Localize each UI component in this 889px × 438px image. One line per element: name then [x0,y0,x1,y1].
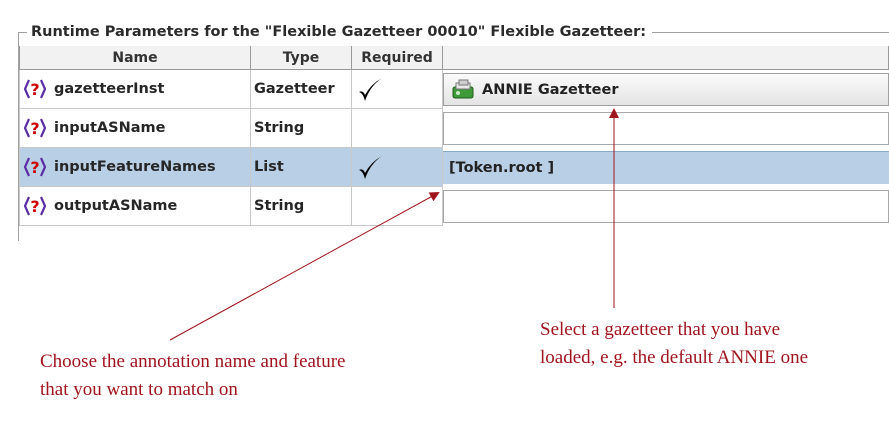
param-type: String [251,187,352,226]
table-row[interactable]: ? outputASName String [19,187,889,226]
table-row[interactable]: ? inputFeatureNames List [Token.root ] [19,148,889,187]
annotation-left-line1: Choose the annotation name and feature [40,351,346,372]
table-row[interactable]: ? gazetteerInst Gazetteer ANNIE Gazettee… [19,70,889,109]
header-required[interactable]: Required [352,46,443,70]
annotation-right-line2: loaded, e.g. the default ANNIE one [540,347,809,368]
param-name: outputASName [54,198,178,214]
value-input[interactable] [443,112,889,145]
param-type: Gazetteer [251,70,352,109]
required-check-icon [359,156,382,179]
annotation-left: Choose the annotation name and feature t… [40,348,345,404]
parameter-icon: ? [24,157,46,177]
header-name[interactable]: Name [19,46,251,70]
param-name: gazetteerInst [54,81,165,97]
svg-text:?: ? [30,158,39,177]
parameter-icon: ? [24,196,46,216]
annotation-right: Select a gazetteer that you have loaded,… [540,316,808,372]
header-type[interactable]: Type [251,46,352,70]
annotation-right-line1: Select a gazetteer that you have [540,319,781,340]
value-input[interactable] [443,190,889,223]
gazetteer-value: ANNIE Gazetteer [482,81,619,98]
panel-title: Runtime Parameters for the "Flexible Gaz… [27,23,653,41]
param-type: String [251,109,352,148]
param-name: inputFeatureNames [54,159,216,175]
parameter-icon: ? [24,79,46,99]
svg-text:?: ? [30,197,39,216]
header-value[interactable] [443,46,889,70]
annotation-left-line2: that you want to match on [40,379,238,400]
param-type: List [251,148,352,187]
svg-text:?: ? [30,119,39,138]
param-name: inputASName [54,120,166,136]
required-cell[interactable] [352,109,443,148]
parameter-icon: ? [24,118,46,138]
svg-text:?: ? [30,80,39,99]
gazetteer-icon [452,79,474,98]
table-row[interactable]: ? inputASName String [19,109,889,148]
value-input[interactable]: [Token.root ] [443,151,889,184]
required-cell[interactable] [352,187,443,226]
gazetteer-select-button[interactable]: ANNIE Gazetteer [443,73,889,106]
arrow-to-feature-names [169,192,440,341]
required-check-icon [359,78,382,101]
